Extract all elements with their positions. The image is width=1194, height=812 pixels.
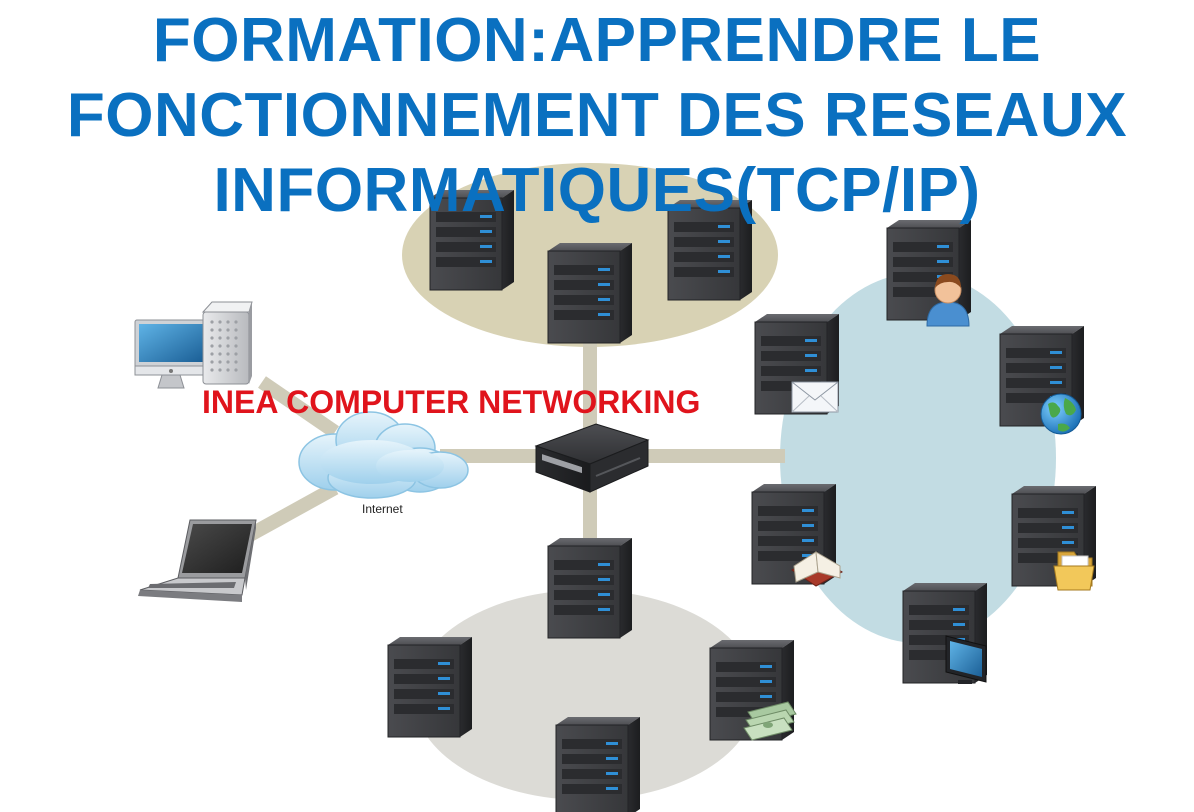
server-icon (555, 717, 640, 812)
page-title-line-2: FONCTIONNEMENT DES RESEAUX (66, 81, 1128, 150)
network-switch-icon (534, 423, 650, 493)
link-desktop (258, 376, 339, 438)
server-icon (667, 200, 752, 301)
server-icon (387, 637, 472, 738)
link-laptop (246, 481, 339, 542)
server-icon (547, 243, 632, 344)
page-title-line-3: INFORMATIQUES(TCP/IP) (213, 156, 981, 225)
servers-group (387, 190, 1096, 812)
server-icon (751, 484, 836, 585)
right-cluster (780, 273, 1056, 643)
cloud-icon (298, 411, 469, 499)
bottom-cluster (413, 590, 757, 800)
server-icon (429, 190, 514, 291)
monitor-icon (945, 635, 987, 684)
folder-icon (1053, 551, 1095, 591)
book-icon (791, 551, 843, 587)
server-icon (999, 326, 1084, 427)
internet-label: Internet (362, 502, 403, 516)
globe-icon (1040, 393, 1082, 435)
page-title-line-1: FORMATION:APPRENDRE LE (152, 6, 1042, 75)
subtitle: INEA COMPUTER NETWORKING (202, 384, 701, 420)
desktop-computer-icon (134, 301, 253, 389)
server-icon (547, 538, 632, 639)
laptop-icon (138, 519, 257, 602)
network-links (246, 340, 785, 545)
money-icon (743, 701, 797, 741)
user-icon (926, 274, 970, 327)
mail-icon (791, 381, 839, 413)
